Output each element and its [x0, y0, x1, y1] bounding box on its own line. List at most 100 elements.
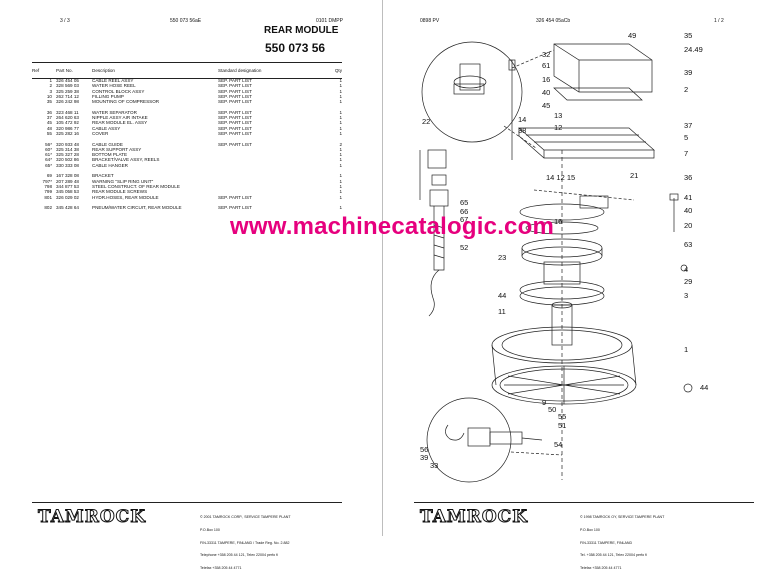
- callout-label: 3: [684, 291, 688, 300]
- cell-ref: 35: [46, 99, 52, 105]
- page-divider: [382, 0, 383, 536]
- callout-label: 52: [460, 243, 468, 252]
- callout-label: 4: [684, 265, 688, 274]
- cell-ref: 56*: [45, 141, 52, 147]
- cell-std: SEP. PART LIST: [218, 125, 252, 131]
- callout-label: 5: [684, 133, 688, 142]
- detail-bracket-part: [459, 63, 481, 91]
- callout-label: 56: [420, 445, 428, 454]
- callout-label: 63: [684, 240, 692, 249]
- cell-no: 207 289 48: [56, 178, 79, 184]
- col-standard: Standard designation: [218, 68, 262, 73]
- cell-no: 326 242 98: [56, 99, 79, 105]
- cell-std: SEP. PART LIST: [218, 78, 252, 83]
- table-header-row: Ref Part No. Description Standard design…: [32, 68, 342, 78]
- cell-desc: BRACKET: [92, 173, 114, 179]
- callout-label: 21: [630, 171, 638, 180]
- table-top-rule: [32, 62, 342, 63]
- callout-label: 35: [684, 31, 692, 40]
- cell-qty: 1: [339, 173, 342, 179]
- cell-std: SEP. PART LIST: [218, 83, 252, 89]
- callout-label: 40: [684, 206, 692, 215]
- right-footer-address: © 1998 TAMROCK OY, SERVICE TAMPERE PLANT…: [580, 515, 665, 570]
- cell-desc: BRACKET/VALVE ASSY, REELS: [92, 157, 160, 163]
- callout-label: 51: [558, 421, 566, 430]
- cell-ref: 799: [44, 189, 52, 195]
- tamrock-logo: TAMROCK: [38, 507, 146, 528]
- cell-desc: CABLE HANGER: [92, 162, 128, 168]
- cell-ref: 802: [44, 205, 52, 211]
- cell-desc: WATER HOSE REEL: [92, 83, 136, 89]
- callout-label: 16: [554, 217, 562, 226]
- cell-desc: WATER SEPARATOR: [92, 109, 137, 115]
- callout-label: 13: [554, 111, 562, 120]
- cell-std: SEP. PART LIST: [218, 88, 252, 94]
- right-page-index: 1 / 2: [714, 18, 724, 24]
- cell-qty: 1: [339, 88, 342, 94]
- cell-no: 345 058 53: [56, 189, 79, 195]
- cell-qty: 1: [339, 120, 342, 126]
- callout-label: 45: [542, 101, 550, 110]
- callout-label: 23: [498, 253, 506, 262]
- cell-qty: 1: [339, 183, 342, 189]
- cell-no: 264 620 63: [56, 115, 79, 121]
- col-ref: Ref: [32, 68, 40, 73]
- callout-label: 14: [518, 115, 526, 124]
- cell-ref: 801: [44, 194, 52, 200]
- cell-ref: 3: [49, 88, 52, 94]
- cell-no: 325 327 28: [56, 152, 79, 158]
- cell-no: 320 986 77: [56, 125, 79, 131]
- callout-label: 33: [430, 461, 438, 470]
- cell-std: SEP. PART LIST: [218, 115, 252, 121]
- cell-desc: CABLE GUIDE: [92, 141, 123, 147]
- callout-label: 39: [420, 453, 428, 462]
- cell-ref: 48: [46, 125, 52, 131]
- cell-desc: STEEL CONSTRUCT. OF REAR MODULE: [92, 183, 180, 189]
- cell-std: SEP. PART LIST: [218, 99, 252, 105]
- right-page: 0898 PV 326 454 05aCb 1 / 2: [384, 0, 768, 570]
- cell-std: SEP. PART LIST: [218, 130, 252, 136]
- callout-label: 66: [460, 207, 468, 216]
- callout-label: 20: [684, 221, 692, 230]
- cell-qty: 1: [339, 194, 342, 200]
- cell-qty: 1: [339, 146, 342, 152]
- cell-no: 325 259 38: [56, 88, 79, 94]
- cell-no: 326 029 02: [56, 194, 79, 200]
- cell-no: 326 454 05: [56, 78, 79, 83]
- cell-desc: REAR MODULE EL. ASSY: [92, 120, 148, 126]
- page-title: REAR MODULE: [264, 25, 339, 36]
- callout-label: 22: [422, 117, 430, 126]
- assembly-part-number: 550 073 56: [265, 41, 326, 55]
- hanging-cable: [428, 269, 440, 317]
- table-header-rule: [32, 78, 342, 79]
- watermark-url[interactable]: www.machinecatalogic.com: [230, 213, 555, 240]
- cell-no: 328 569 03: [56, 83, 79, 89]
- callout-label: 11: [498, 307, 506, 316]
- cell-std: SEP. PART LIST: [218, 141, 252, 147]
- cell-ref: 55: [46, 130, 52, 136]
- cell-no: 325 314 38: [56, 146, 79, 152]
- cell-no: 325 282 16: [56, 130, 79, 136]
- cell-std: SEP. PART LIST: [218, 120, 252, 126]
- cell-desc: HYDR.HOSES, REAR MODULE: [92, 194, 159, 200]
- detail-circle-bottom: [426, 397, 512, 483]
- col-part-no: Part No.: [56, 68, 73, 73]
- cell-qty: 1: [339, 78, 342, 83]
- cell-ref: 65*: [45, 162, 52, 168]
- cell-desc: REAR SUPPORT ASSY: [92, 146, 142, 152]
- callout-label: 44: [498, 291, 506, 300]
